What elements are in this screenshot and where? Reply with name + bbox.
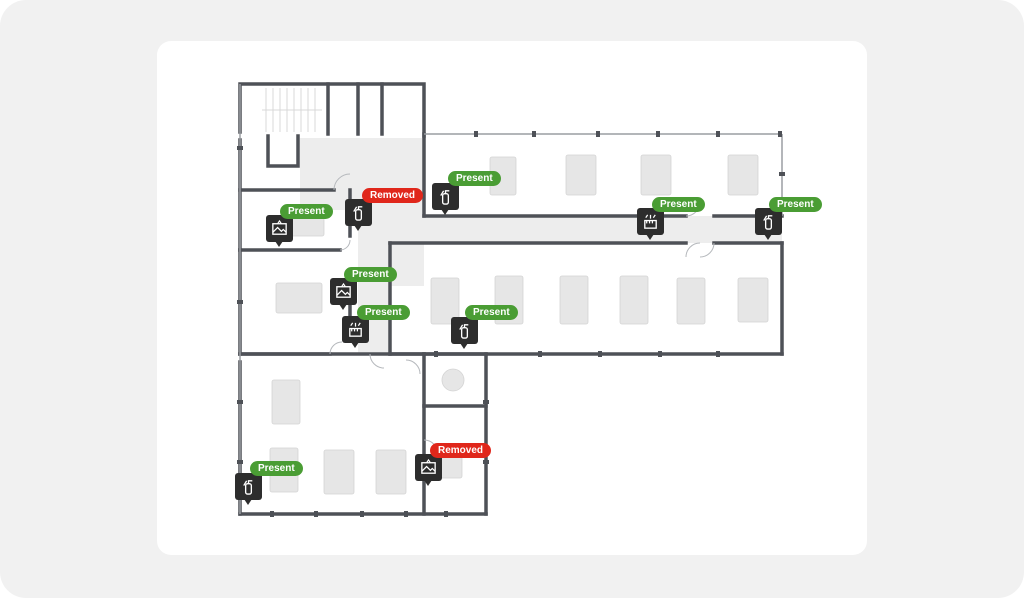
marker-badge[interactable] xyxy=(330,278,357,310)
fire-extinguisher-icon xyxy=(763,215,773,230)
window-mullions xyxy=(237,131,785,517)
status-badge: Removed xyxy=(362,188,424,203)
picture-icon xyxy=(336,282,351,298)
stair-steps xyxy=(262,88,322,132)
fire-extinguisher-icon xyxy=(440,190,450,205)
marker-badge[interactable] xyxy=(755,208,782,240)
picture-icon xyxy=(421,458,436,474)
marker-badge[interactable] xyxy=(235,473,262,505)
fire-extinguisher-icon xyxy=(459,324,469,339)
marker-badge[interactable] xyxy=(432,183,459,215)
marker-badge[interactable] xyxy=(345,199,372,231)
status-badge: Present xyxy=(769,197,822,212)
status-badge: Removed xyxy=(430,443,492,458)
picture-icon xyxy=(272,219,287,235)
marker-badge[interactable] xyxy=(451,317,478,349)
status-badge: Present xyxy=(344,267,397,282)
marker-badge[interactable] xyxy=(637,208,664,240)
corridor-floor xyxy=(300,138,782,354)
vending-machine-icon xyxy=(349,322,362,337)
status-badge: Present xyxy=(357,305,410,320)
fire-extinguisher-icon xyxy=(243,480,253,495)
marker-badge[interactable] xyxy=(415,454,442,486)
status-badge: Present xyxy=(448,171,501,186)
marker-badge[interactable] xyxy=(342,316,369,348)
fire-extinguisher-icon xyxy=(353,206,363,221)
status-badge: Present xyxy=(250,461,303,476)
vending-machine-icon xyxy=(644,214,657,229)
marker-badge[interactable] xyxy=(266,215,293,247)
status-badge: Present xyxy=(280,204,333,219)
status-badge: Present xyxy=(465,305,518,320)
status-badge: Present xyxy=(652,197,705,212)
